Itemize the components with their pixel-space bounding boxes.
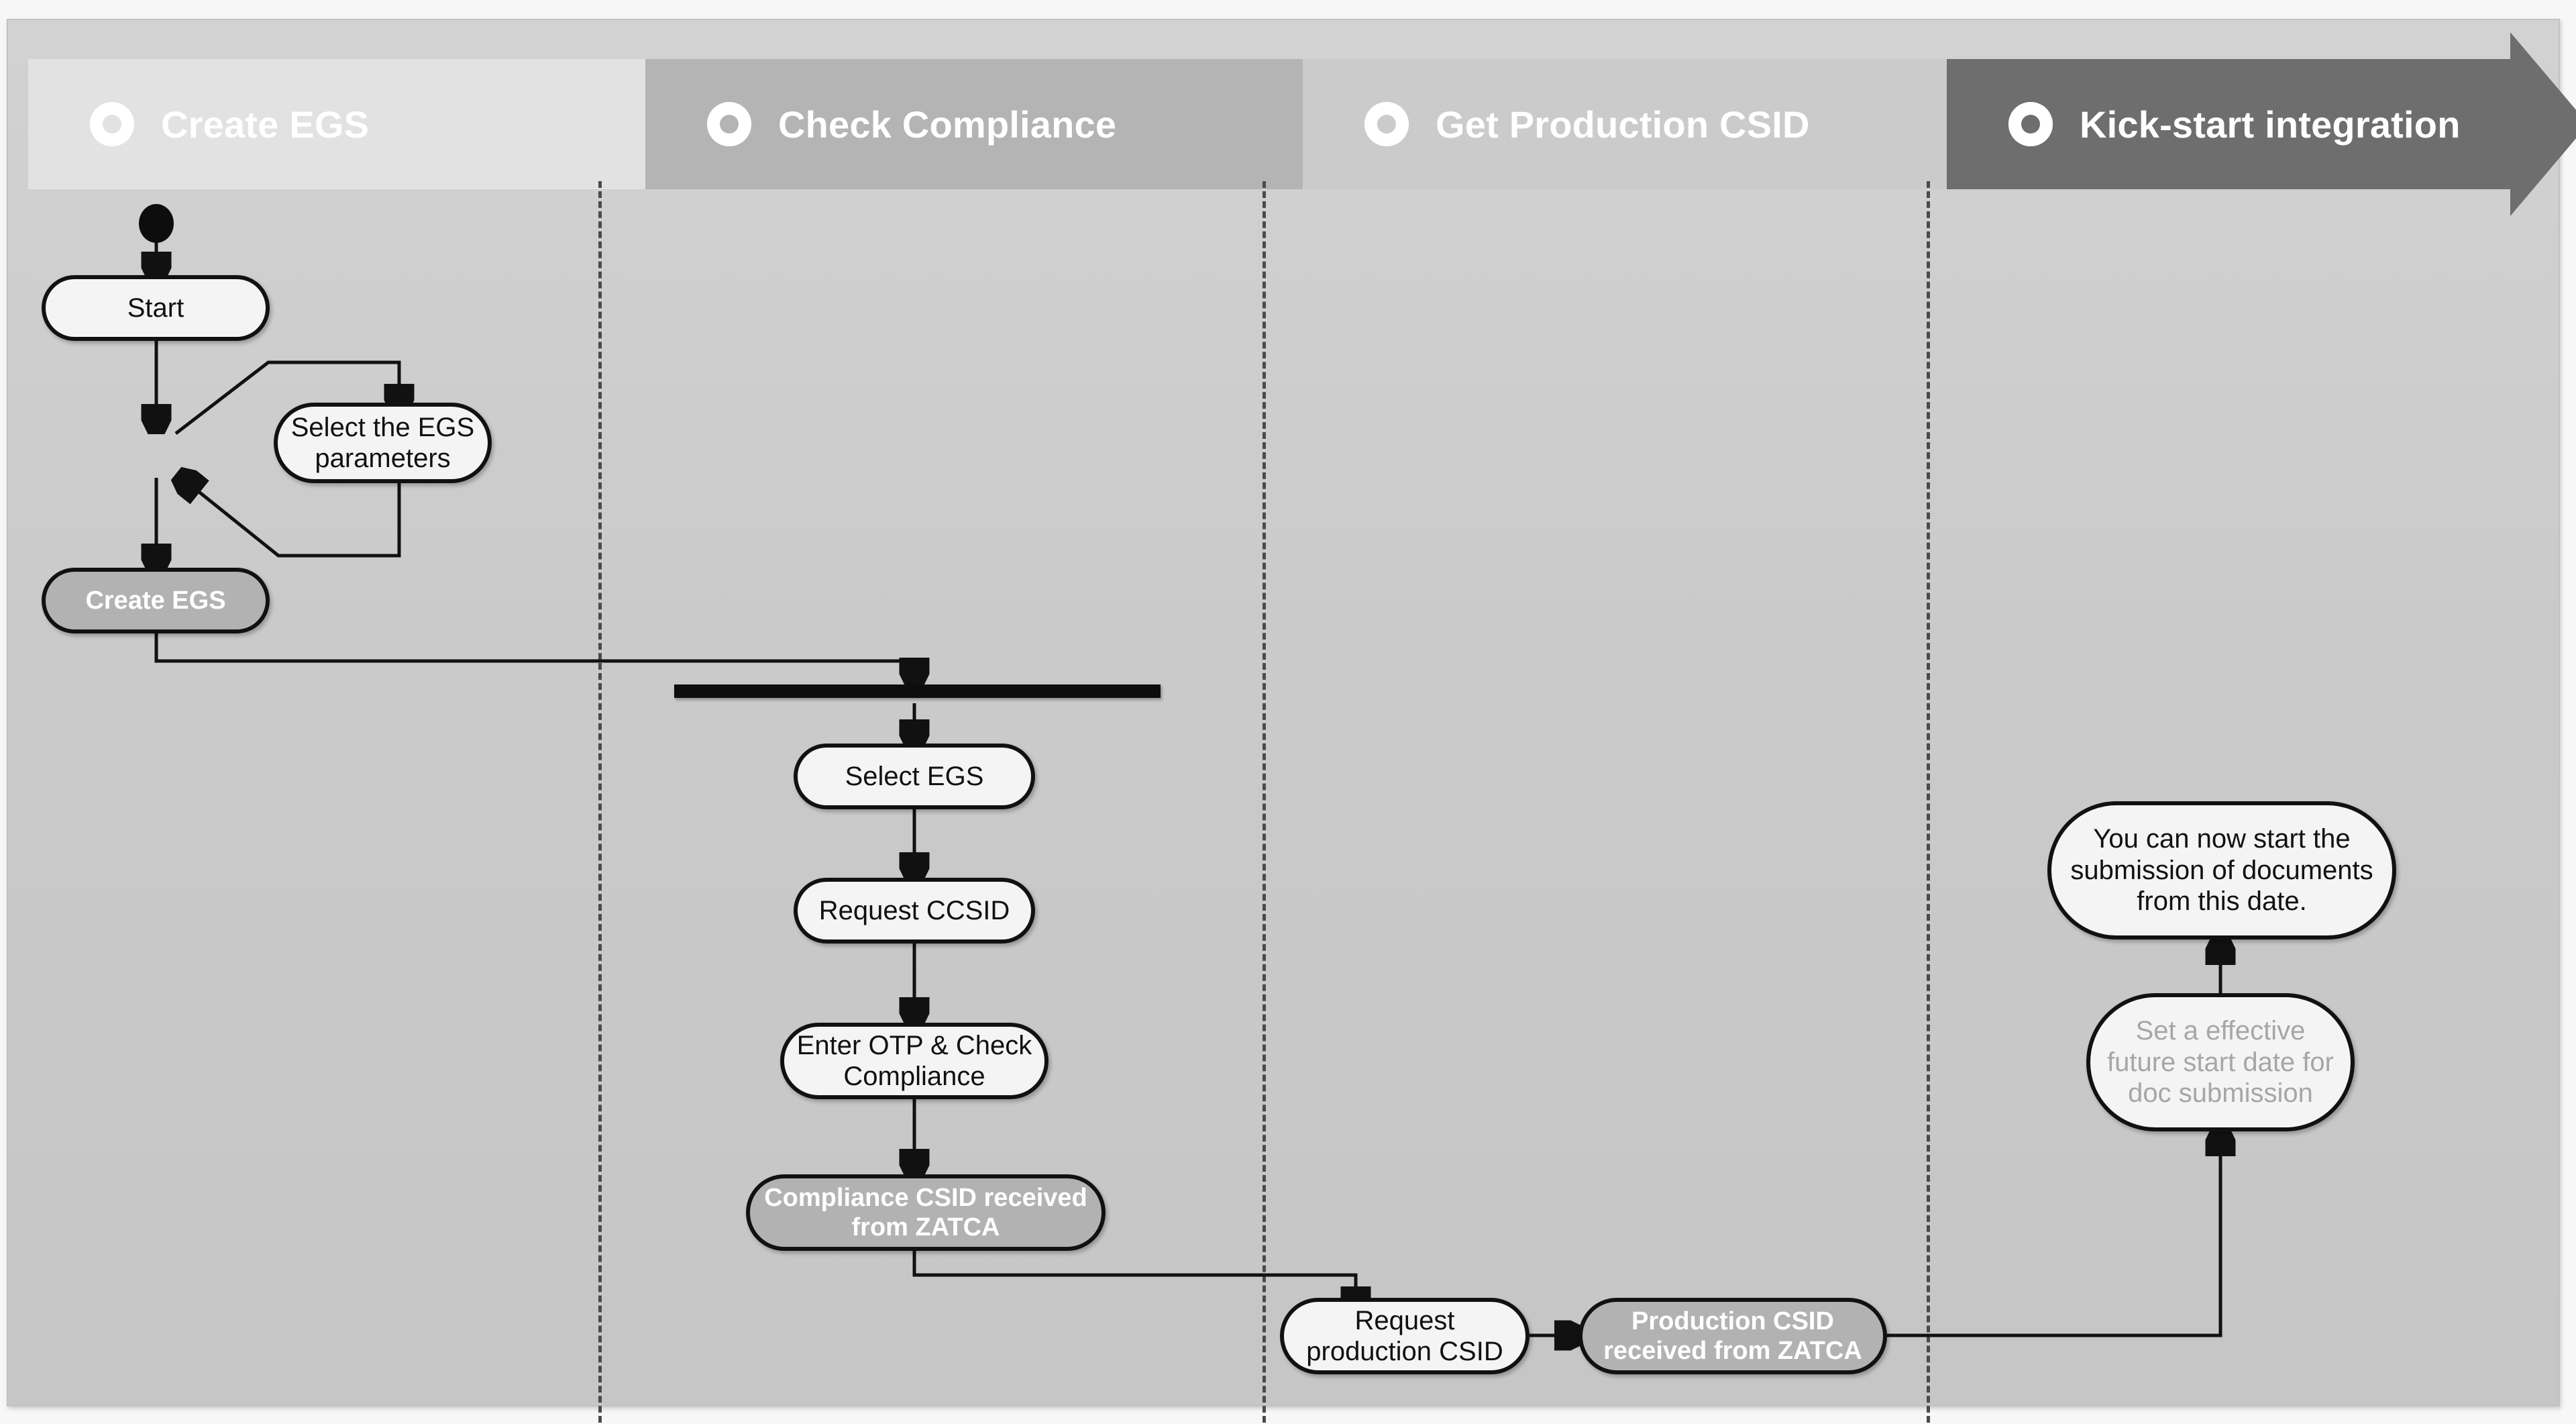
node-compliance-csid-received[interactable]: Compliance CSID received from ZATCA [746, 1174, 1106, 1251]
node-request-ccsid[interactable]: Request CCSID [794, 878, 1035, 944]
node-create-egs[interactable]: Create EGS [42, 568, 270, 633]
lane-divider-3 [1927, 181, 1930, 1423]
phase-segment-kick-start-integration[interactable]: Kick-start integration [1947, 59, 2510, 189]
node-request-production-csid[interactable]: Request production CSID [1280, 1298, 1529, 1374]
phase-banner: Create EGS Check Compliance Get Producti… [28, 32, 2576, 216]
lane-divider-2 [1263, 181, 1266, 1423]
banner-arrow-tip-icon [2510, 32, 2576, 216]
node-select-the-egs-parameters[interactable]: Select the EGS parameters [274, 403, 492, 483]
node-start[interactable]: Start [42, 275, 270, 341]
initial-node-icon [139, 204, 174, 243]
diagram-frame: Create EGS Check Compliance Get Producti… [7, 19, 2576, 1423]
node-enter-otp-check-compliance[interactable]: Enter OTP & Check Compliance [780, 1023, 1049, 1099]
phase-ring-icon [707, 102, 751, 146]
node-select-egs[interactable]: Select EGS [794, 744, 1035, 809]
node-set-effective-future-start-date[interactable]: Set a effective future start date for do… [2086, 993, 2355, 1131]
node-production-csid-received[interactable]: Production CSID received from ZATCA [1578, 1298, 1887, 1374]
phase-ring-icon [90, 102, 134, 146]
phase-segment-get-production-csid[interactable]: Get Production CSID [1303, 59, 1947, 189]
phase-segment-check-compliance[interactable]: Check Compliance [645, 59, 1303, 189]
phase-ring-icon [1364, 102, 1409, 146]
phase-label: Kick-start integration [2080, 103, 2461, 146]
phase-label: Create EGS [161, 103, 370, 146]
phase-segment-create-egs[interactable]: Create EGS [28, 59, 645, 189]
lane-divider-1 [598, 181, 602, 1423]
phase-ring-icon [2008, 102, 2053, 146]
phase-label: Check Compliance [778, 103, 1117, 146]
fork-sync-bar [674, 684, 1161, 698]
phase-label: Get Production CSID [1436, 103, 1810, 146]
node-you-can-now-start-submission[interactable]: You can now start the submission of docu… [2047, 801, 2396, 939]
